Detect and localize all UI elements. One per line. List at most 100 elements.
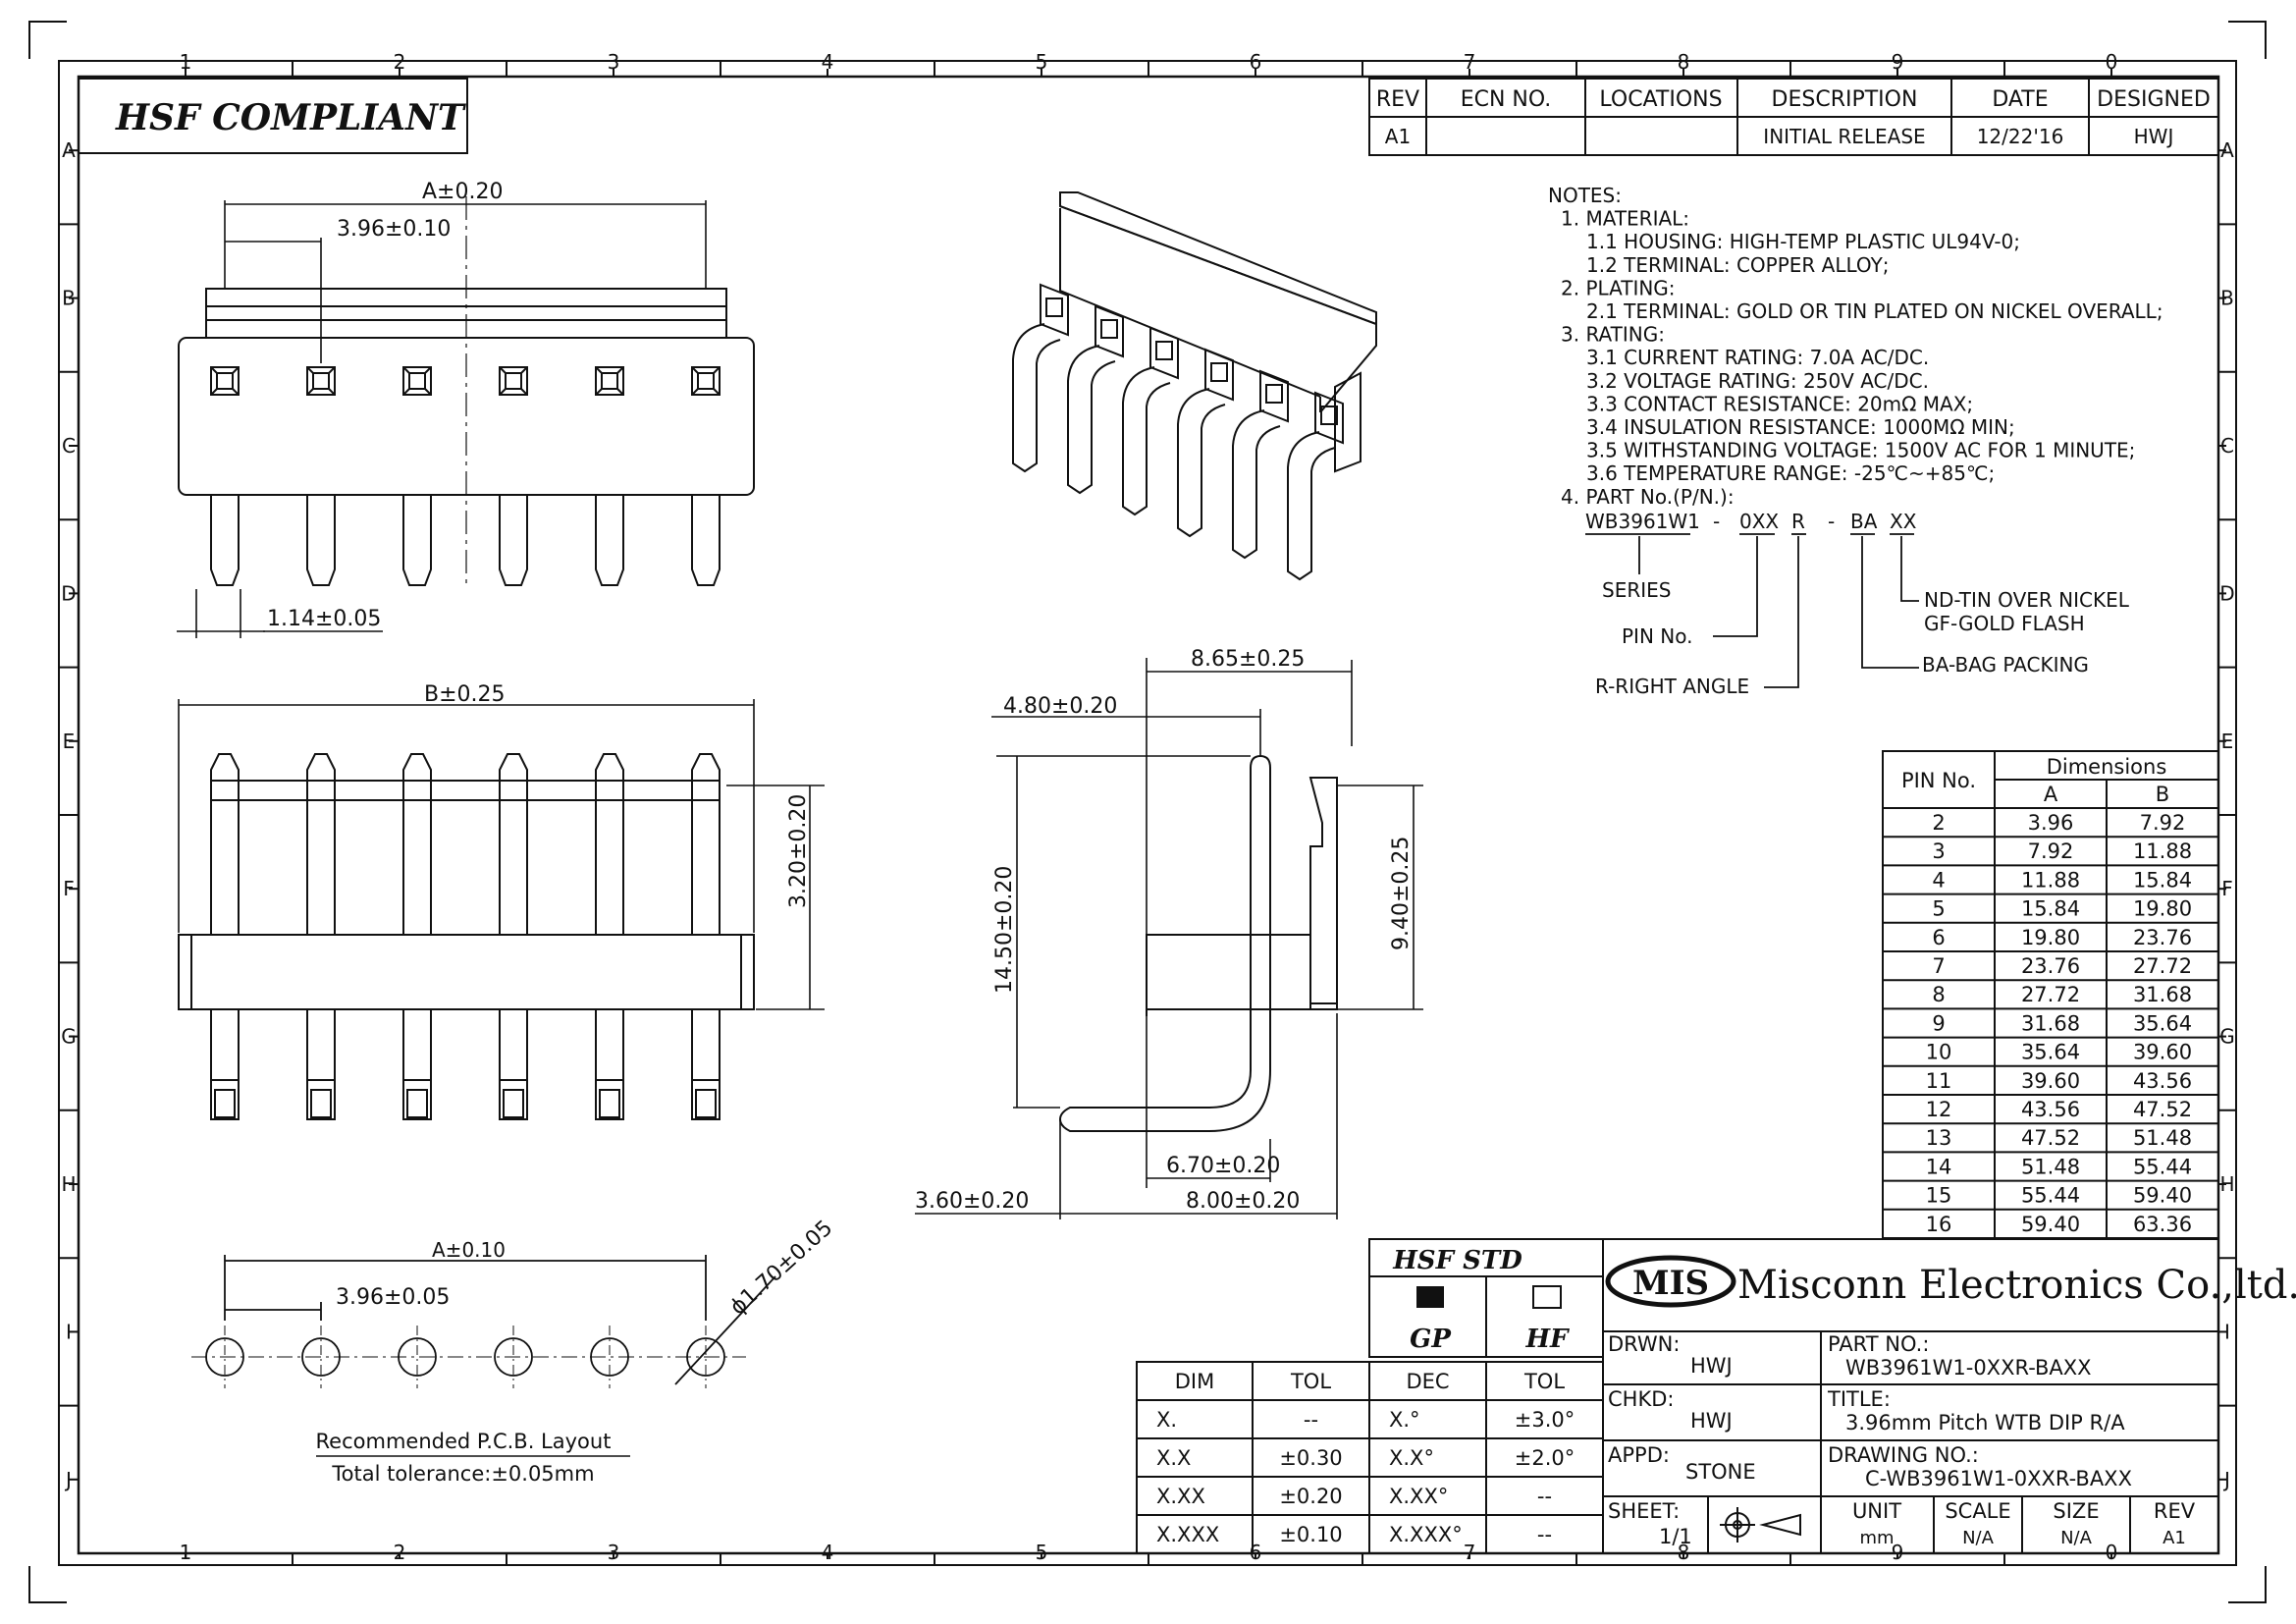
gp-selected-box [1416, 1286, 1444, 1308]
isometric-view [1012, 191, 1377, 581]
pin-table-cell: 19.80 [2021, 926, 2080, 949]
revision-table [1368, 78, 2219, 156]
pin-table-cell: 55.44 [2133, 1155, 2192, 1178]
note-line: 3.2 VOLTAGE RATING: 250V AC/DC. [1586, 369, 1929, 393]
title-block: MIS Misconn Electronics Co.,ltd. DRWN: H… [1602, 1238, 2296, 1554]
pin-table-pin-header: PIN No. [1901, 769, 1976, 792]
tol-cell: X.XXX° [1389, 1523, 1463, 1546]
pin-table-cell: 51.48 [2133, 1126, 2192, 1150]
tol-cell: X.XX [1156, 1485, 1205, 1508]
pin-cavity [691, 366, 721, 396]
unit-label: UNIT [1852, 1499, 1901, 1523]
pin-table-cell: 12 [1926, 1098, 1952, 1121]
pcb-hole [494, 1337, 533, 1377]
iso-terminal [1287, 431, 1336, 581]
iso-terminal [1177, 388, 1226, 538]
frame-row-label: J [2222, 1468, 2230, 1491]
pin-table-cell: 11.88 [2021, 868, 2080, 892]
iso-terminal [1122, 366, 1171, 516]
dim-housing-height: 3.20±0.20 [786, 794, 811, 908]
notes-block: NOTES:1. MATERIAL:1.1 HOUSING: HIGH-TEMP… [1548, 184, 2163, 509]
front-view-dim-text: B±0.25 3.20±0.20 [424, 682, 811, 908]
note-line: 1.2 TERMINAL: COPPER ALLOY; [1586, 253, 1890, 277]
pin-table-cell: 43.56 [2133, 1069, 2192, 1093]
frame-col-label: 4 [822, 50, 834, 74]
pcb-layout [191, 1255, 776, 1388]
pin-table-cell: 7.92 [2028, 839, 2074, 863]
dim-side-14-50: 14.50±0.20 [992, 866, 1017, 994]
date-value: 12/22'16 [1977, 125, 2064, 148]
tol-cell: ±0.30 [1279, 1446, 1342, 1470]
frame-col-label: 1 [180, 1541, 192, 1564]
pin-table-dims-header: Dimensions [2047, 755, 2167, 779]
frame-row-label: G [2219, 1025, 2235, 1049]
pin-table-cell: 23.76 [2021, 954, 2080, 978]
frame-row-label: E [2221, 730, 2234, 753]
unit-value: mm [1859, 1528, 1894, 1548]
pn-pin-code: 0XX [1739, 510, 1779, 533]
frame-row-label: E [63, 730, 76, 753]
hsf-std-title: HSF STD [1392, 1246, 1522, 1275]
tol-header: TOL [1290, 1370, 1331, 1393]
frame-col-label: 0 [2106, 50, 2118, 74]
iso-terminal [1067, 345, 1116, 495]
pin-table-cell: 8 [1932, 983, 1945, 1006]
rev-header: REV [1376, 87, 1419, 112]
iso-cavity [1149, 326, 1179, 380]
frame-row-label: A [62, 138, 76, 162]
designed-header: DESIGNED [2097, 87, 2211, 112]
tol-cell: -- [1537, 1485, 1552, 1508]
pin-table-cell: 13 [1926, 1126, 1952, 1150]
pn-pin-label: PIN No. [1622, 624, 1692, 648]
tol-cell: X.° [1389, 1408, 1420, 1432]
dim-side-overall: 8.65±0.25 [1191, 647, 1305, 672]
frame-row-label: G [61, 1025, 77, 1049]
pn-nd-label: ND-TIN OVER NICKEL [1924, 588, 2130, 612]
pin-table-cell: 27.72 [2133, 954, 2192, 978]
pin-table-cell: 35.64 [2021, 1041, 2080, 1064]
frame-row-label: H [2219, 1172, 2234, 1196]
pcb-hole [301, 1337, 341, 1377]
pin-table-b-header: B [2156, 783, 2169, 806]
note-line: 1.1 HOUSING: HIGH-TEMP PLASTIC UL94V-0; [1586, 230, 2020, 253]
drwn-value: HWJ [1690, 1354, 1733, 1378]
front-view [178, 753, 755, 1120]
dim-pin-width: 1.14±0.05 [267, 607, 381, 631]
iso-cavity [1259, 369, 1289, 423]
gp-label: GP [1410, 1325, 1452, 1354]
pin-table-cell: 15 [1926, 1184, 1952, 1208]
note-line: 3.3 CONTACT RESISTANCE: 20mΩ MAX; [1586, 392, 1973, 415]
pin-upper [210, 753, 240, 935]
pin-table-cell: 7 [1932, 954, 1945, 978]
iso-cavity [1204, 348, 1234, 402]
pin-table-cell: 5 [1932, 897, 1945, 921]
pin-upper [691, 753, 721, 935]
pin-cavity [402, 366, 432, 396]
frame-col-label: 6 [1250, 50, 1262, 74]
pin-table-cell: 11.88 [2133, 839, 2192, 863]
pin-table-cell: 19.80 [2133, 897, 2192, 921]
dim-a-top: A±0.20 [422, 180, 503, 204]
frame-row-label: I [2224, 1320, 2230, 1343]
frame-col-label: 2 [394, 1541, 406, 1564]
pin-table-cell: 16 [1926, 1213, 1952, 1236]
pin-table-cell: 63.36 [2133, 1213, 2192, 1236]
dim-side-8-00: 8.00±0.20 [1186, 1189, 1300, 1214]
frame-col-label: 3 [608, 50, 620, 74]
size-label: SIZE [2053, 1499, 2099, 1523]
scale-value: N/A [1962, 1528, 1995, 1548]
note-line: 3. RATING: [1561, 323, 1665, 347]
pcb-caption-tolerance: Total tolerance:±0.05mm [331, 1462, 594, 1486]
frame-ticks [59, 61, 2236, 1565]
pin-table-cell: 4 [1932, 868, 1945, 892]
frame-row-label: H [61, 1172, 76, 1196]
frame-row-label: C [62, 434, 76, 458]
pin-table-cell: 15.84 [2133, 868, 2192, 892]
appd-value: STONE [1685, 1460, 1756, 1484]
pin-lead [306, 495, 336, 586]
pin-table-cell: 39.60 [2021, 1069, 2080, 1093]
pin-table-cell: 3 [1932, 839, 1945, 863]
pcb-hole [398, 1337, 437, 1377]
pcb-hole [205, 1337, 244, 1377]
